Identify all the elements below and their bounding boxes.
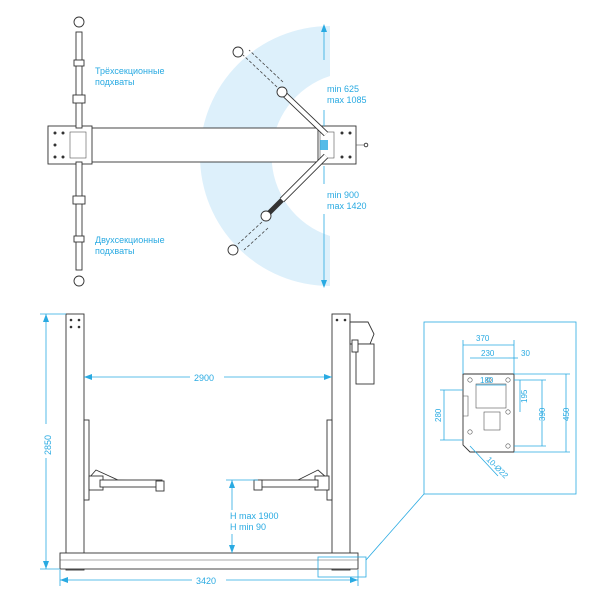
left-column [65, 313, 85, 571]
two-section-label-1: Двухсекционные [95, 235, 165, 245]
three-section-label-2: подхваты [95, 77, 135, 87]
inner-width-label: 2900 [194, 373, 214, 383]
base-frame [59, 552, 359, 570]
left-carriage [69, 131, 87, 159]
three-section-arm-left [72, 16, 86, 129]
left-lift-arm [88, 469, 165, 492]
detail-frame [423, 321, 577, 495]
three-section-label-1: Трёхсекционные [95, 66, 164, 76]
lift-height-max: H max 1900 [230, 511, 279, 521]
three-section-arm-right [232, 46, 329, 137]
width-inner-label: 180 [480, 376, 494, 385]
detail-marker [317, 556, 367, 578]
height-outer-label: 450 [562, 407, 571, 421]
height-label: 2850 [43, 435, 53, 455]
lower-range-max: max 1420 [327, 201, 367, 211]
width-outer-label: 370 [476, 334, 490, 343]
height-left-label: 280 [434, 408, 443, 422]
upper-range-min: min 625 [327, 84, 359, 94]
hole-label: 10-Ø22 [485, 455, 511, 481]
width-bolt-label: 230 [481, 349, 495, 358]
right-column [331, 313, 351, 571]
hydraulic-unit [349, 321, 375, 385]
offset-label: 30 [521, 349, 530, 358]
cross-beam [47, 127, 349, 163]
outer-width-label: 3420 [196, 576, 216, 586]
two-section-arm-right [227, 153, 329, 256]
top-view: Трёхсекционные подхваты Двухсекционные п… [47, 16, 369, 288]
right-lift-arm [253, 469, 330, 491]
upper-range-max: max 1085 [327, 95, 367, 105]
height-inner-label: 195 [520, 389, 529, 403]
lower-range-min: min 900 [327, 190, 359, 200]
two-section-label-2: подхваты [95, 246, 135, 256]
two-section-arm-left [72, 161, 86, 287]
base-plate-detail: 370 230 30 180 280 195 390 450 10-Ø22 [423, 321, 577, 495]
front-view: 2850 2900 3420 H max 1900 H min 90 [38, 313, 425, 587]
lift-height-min: H min 90 [230, 522, 266, 532]
height-bolt-label: 390 [538, 407, 547, 421]
